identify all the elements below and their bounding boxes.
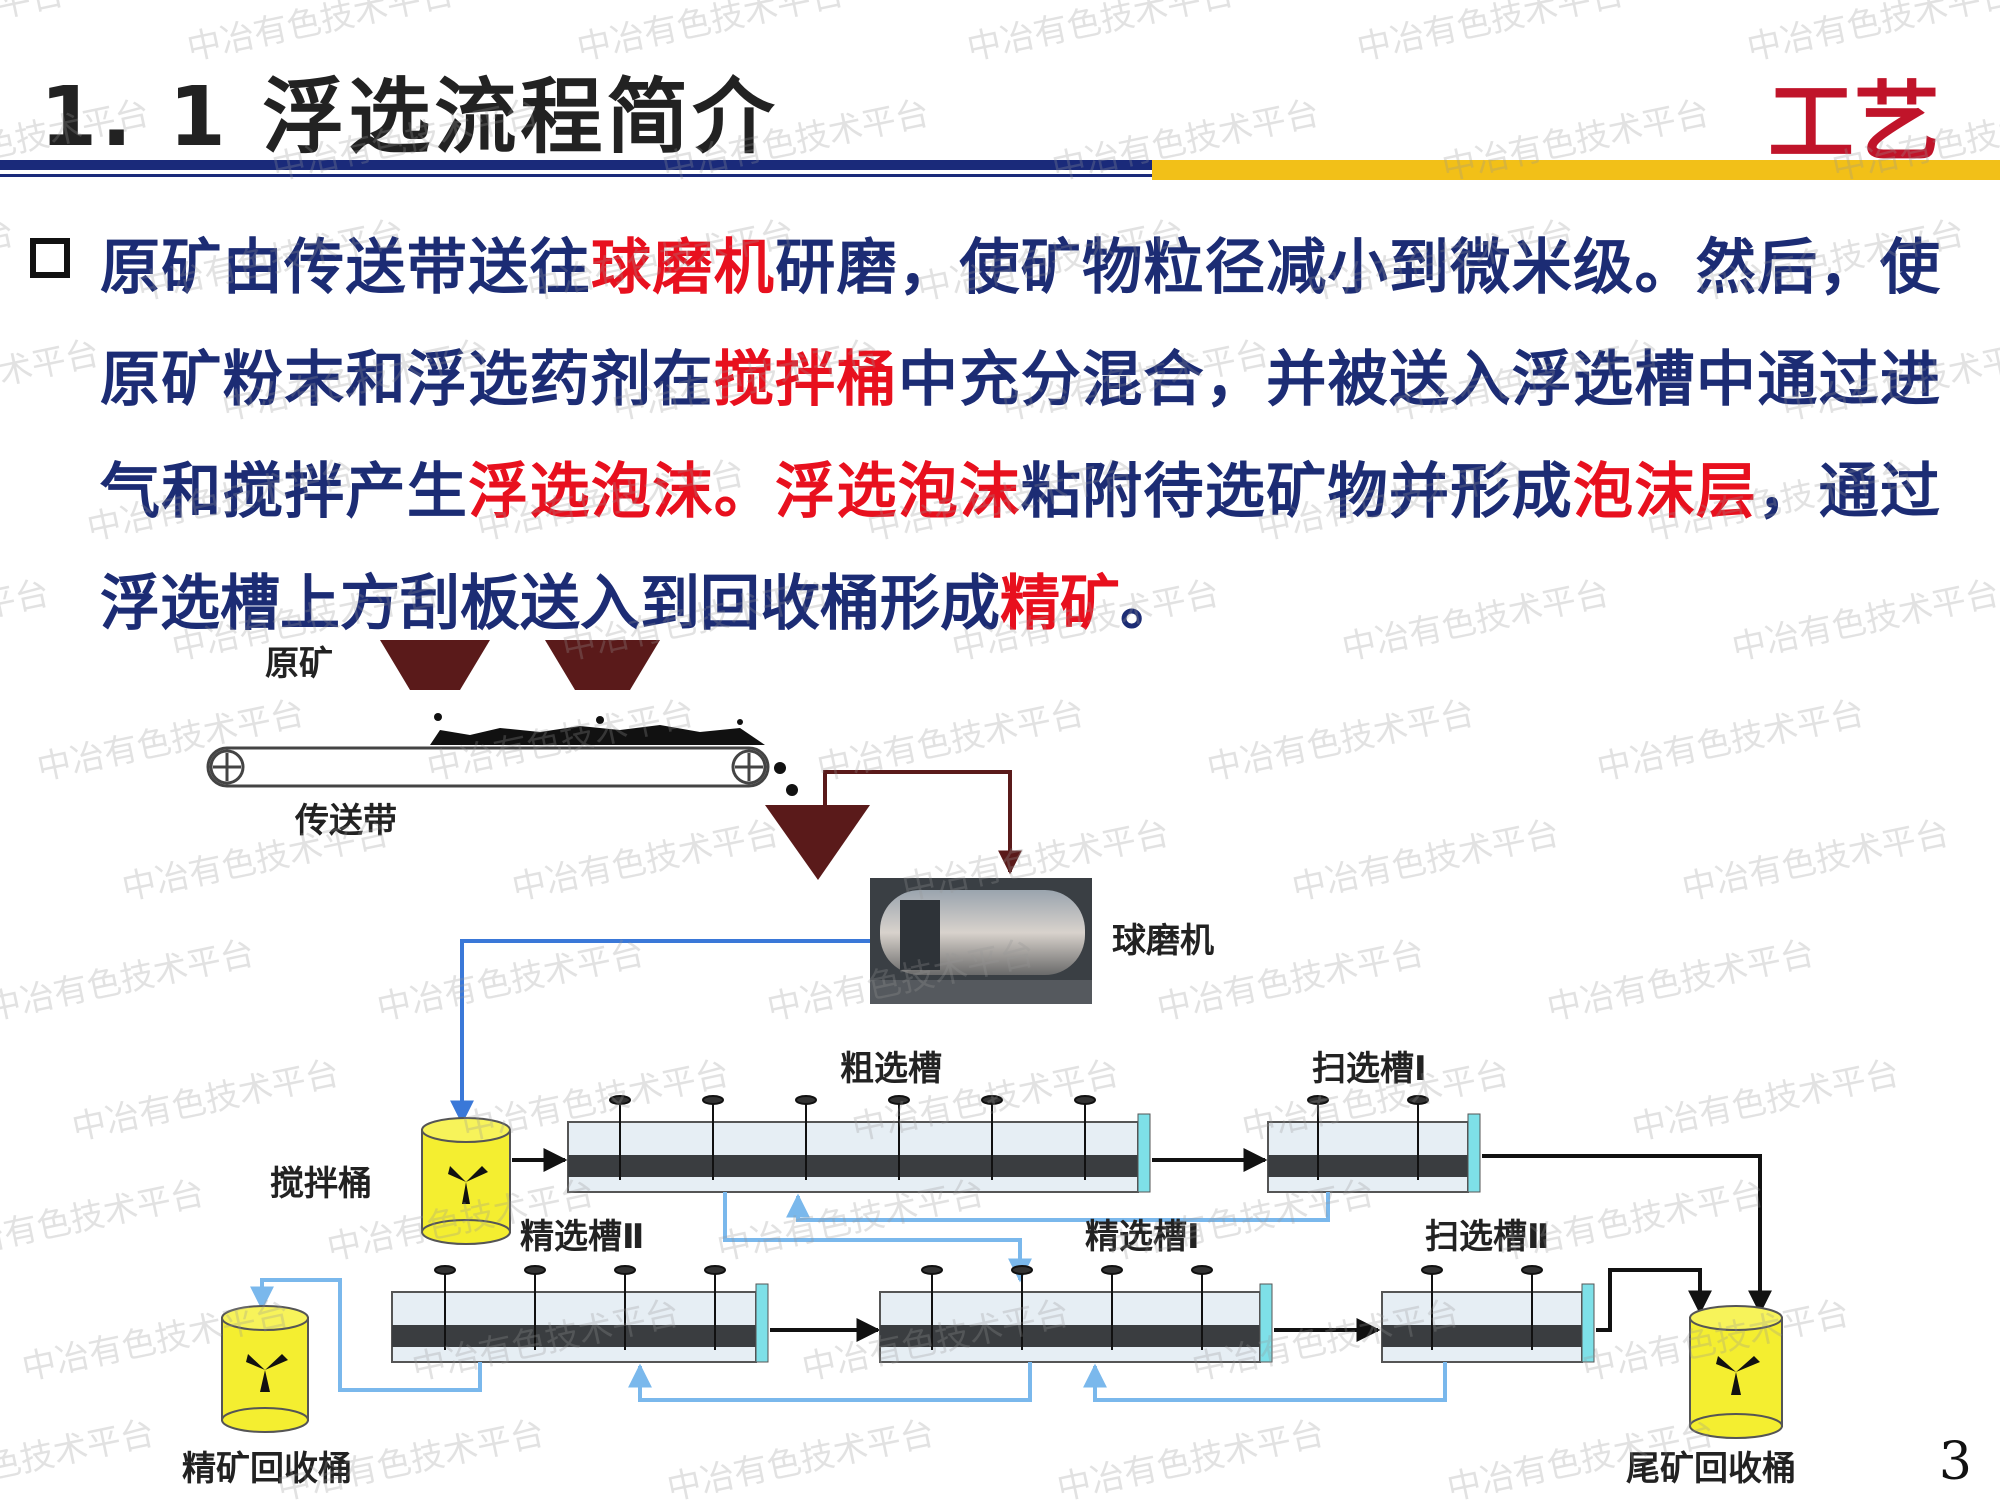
paragraph-text: 粘附待选矿物并形成 bbox=[1020, 457, 1574, 527]
label-conveyor: 传送带 bbox=[294, 801, 397, 841]
highlight-term: 浮选泡沫。浮选泡沫 bbox=[468, 457, 1021, 527]
rougher-to-cleaner1-arrow bbox=[723, 1192, 1032, 1283]
page-number: 3 bbox=[1938, 1432, 1972, 1492]
intro-paragraph: 原矿由传送带送往球磨机研磨，使矿物粒径减小到微米级。然后，使原矿粉末和浮选药剂在… bbox=[100, 212, 1940, 660]
label-cleaner-1: 精选槽Ⅰ bbox=[1085, 1217, 1200, 1257]
scavenger1-recycle-arrow bbox=[786, 1192, 1330, 1222]
ore-pile-icon bbox=[430, 713, 798, 796]
conveyor-belt-icon bbox=[206, 746, 770, 788]
scavenger1-cells-icon bbox=[1267, 1095, 1481, 1193]
label-raw-ore: 原矿 bbox=[265, 644, 333, 684]
mill-to-mixer-arrow bbox=[450, 939, 870, 1125]
feed-funnel-icon bbox=[765, 805, 870, 880]
label-tailings-tank: 尾矿回收桶 bbox=[1626, 1449, 1796, 1489]
tailings-tank-icon bbox=[1689, 1305, 1783, 1439]
highlight-term: 球磨机 bbox=[591, 233, 776, 303]
watermark-text: 中冶有色技术平台 bbox=[0, 333, 103, 429]
scavenger2-cells-icon bbox=[1381, 1265, 1595, 1363]
mill-return-arrow bbox=[823, 770, 1022, 875]
highlight-term: 精矿 bbox=[1000, 569, 1120, 639]
paragraph-text: 原矿由传送带送往 bbox=[100, 233, 592, 303]
paragraph-text: 中充分混合，并被送入浮选槽中通过进气和搅拌产生 bbox=[100, 345, 1941, 527]
header-rule-gold bbox=[1152, 160, 2000, 180]
cleaner1-recycle-arrow bbox=[628, 1362, 1032, 1402]
cleaner1-cells-icon bbox=[879, 1265, 1273, 1363]
header-rule-navy bbox=[0, 160, 1152, 170]
page-title: 1. 1 浮选流程简介 bbox=[40, 70, 779, 165]
scavenger2-to-tailings-arrow bbox=[1596, 1268, 1712, 1332]
mixing-tank-icon bbox=[421, 1117, 511, 1245]
cleaner2-to-concentrate-arrow bbox=[250, 1278, 482, 1392]
label-scavenger-1: 扫选槽Ⅰ bbox=[1312, 1049, 1427, 1089]
scavenger1-to-tailings-arrow bbox=[1482, 1154, 1772, 1315]
label-scavenger-2: 扫选槽Ⅱ bbox=[1425, 1217, 1549, 1257]
hopper-icon-2 bbox=[545, 640, 660, 690]
cleaner2-cells-icon bbox=[391, 1265, 769, 1363]
label-concentrate-tank: 精矿回收桶 bbox=[182, 1449, 352, 1489]
paragraph-text: 研磨，使矿物粒径减小到微米级。然后，使原矿粉末和浮选药剂在 bbox=[100, 233, 1941, 415]
paragraph-text: ，通过浮选槽上方刮板送入到回收桶形成 bbox=[100, 457, 1941, 639]
rougher-cells-icon bbox=[567, 1095, 1151, 1193]
label-cleaner-2: 精选槽Ⅱ bbox=[520, 1217, 644, 1257]
highlight-term: 泡沫层 bbox=[1573, 457, 1758, 527]
concentrate-tank-icon bbox=[221, 1305, 309, 1433]
watermark-text: 中冶有色技术平台 bbox=[964, 0, 1238, 69]
watermark-text: 中冶有色技术平台 bbox=[0, 213, 18, 309]
flotation-flow-diagram: 原矿 传送带 球磨机 搅拌桶 bbox=[182, 640, 1796, 1489]
watermark-text: 中冶有色技术平台 bbox=[1354, 0, 1628, 69]
label-mixing-tank: 搅拌桶 bbox=[270, 1164, 372, 1204]
section-tag: 工艺 bbox=[1768, 73, 1940, 173]
ball-mill-icon bbox=[870, 878, 1092, 1004]
label-rougher: 粗选槽 bbox=[840, 1049, 942, 1089]
bullet-square-icon bbox=[30, 238, 70, 278]
header-rule-navy-thin bbox=[0, 174, 1152, 177]
label-ball-mill: 球磨机 bbox=[1112, 921, 1214, 961]
highlight-term: 搅拌桶 bbox=[713, 345, 898, 415]
paragraph-text: 。 bbox=[1120, 569, 1180, 639]
scavenger2-recycle-arrow bbox=[1083, 1362, 1447, 1402]
hopper-icon-1 bbox=[380, 640, 490, 690]
